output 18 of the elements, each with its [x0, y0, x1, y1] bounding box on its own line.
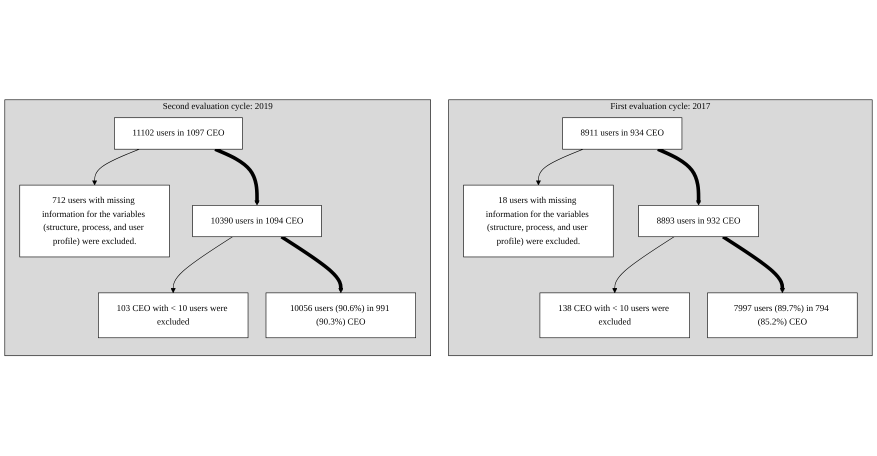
- node-box: 18 users with missing information for the variables (structure, process, and user profile) were excluded.: [463, 185, 614, 258]
- arrow: [657, 148, 702, 206]
- node-box: 8911 users in 934 CEO: [562, 118, 682, 150]
- node-box: 10390 users in 1094 CEO: [192, 205, 322, 238]
- arrow: [722, 235, 786, 294]
- arrow: [170, 236, 233, 294]
- node-box: 11102 users in 1097 CEO: [114, 118, 243, 150]
- arrow: [280, 235, 344, 294]
- arrow: [536, 149, 584, 186]
- arrow: [214, 148, 260, 206]
- arrow: [612, 236, 674, 294]
- arrow: [92, 149, 140, 186]
- node-box: 10056 users (90.6%) in 991 (90.3%) CEO: [266, 292, 416, 338]
- node-box: 103 CEO with < 10 users were excluded: [98, 292, 248, 338]
- node-box: 712 users with missing information for the variables (structure, process, and user profile) were excluded.: [19, 185, 170, 258]
- node-box: 7997 users (89.7%) in 794 (85.2%) CEO: [707, 292, 858, 338]
- node-box: 138 CEO with < 10 users were excluded: [540, 292, 690, 338]
- node-box: 8893 users in 932 CEO: [638, 205, 759, 238]
